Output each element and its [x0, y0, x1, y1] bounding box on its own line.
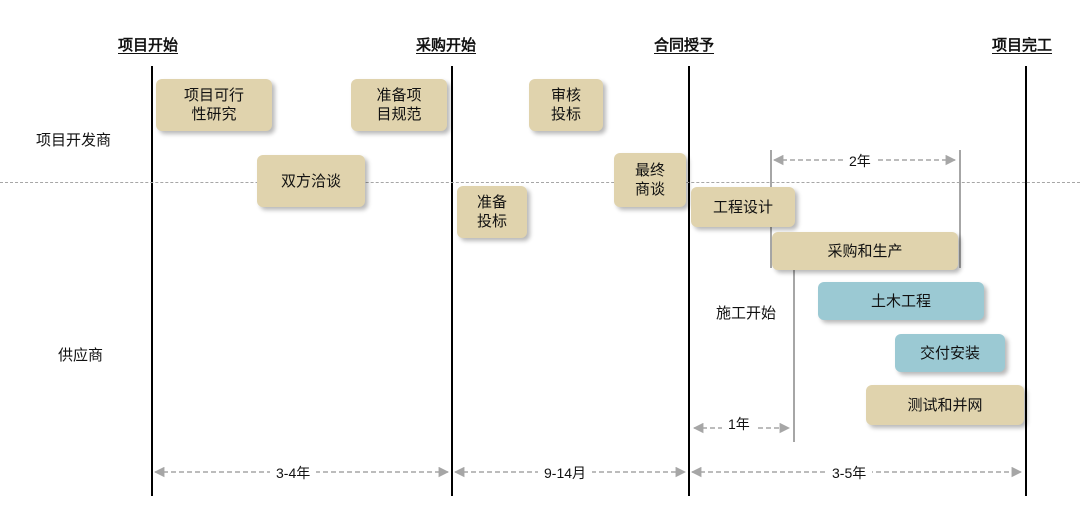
milestone-line-project-start [151, 66, 153, 496]
row-label-developer: 项目开发商 [36, 132, 112, 149]
duration-phase1: 3-4年 [270, 463, 317, 483]
activity-testing-grid: 测试和并网 [866, 385, 1024, 425]
activity-civil-works: 土木工程 [818, 282, 984, 320]
duration-phase3: 3-5年 [826, 463, 873, 483]
activity-final-negotiation: 最终 商谈 [614, 153, 686, 207]
milestone-line-contract-award [688, 66, 690, 496]
row-label-supplier: 供应商 [58, 347, 104, 364]
construction-start-line [793, 270, 795, 442]
milestone-project-complete: 项目完工 [992, 37, 1053, 54]
activity-engineering-design: 工程设计 [691, 187, 795, 227]
activity-prepare-bid: 准备 投标 [457, 186, 527, 238]
milestone-line-project-complete [1025, 66, 1027, 496]
duration-construction-lead: 1年 [722, 414, 756, 434]
milestone-project-start: 项目开始 [118, 37, 179, 54]
activity-procurement-production: 采购和生产 [772, 232, 958, 270]
duration-procurement-span: 2年 [843, 151, 877, 171]
construction-start-label: 施工开始 [716, 305, 777, 322]
milestone-line-procurement-start [451, 66, 453, 496]
activity-bilateral-negotiation: 双方洽谈 [257, 155, 365, 207]
milestone-contract-award: 合同授予 [654, 37, 715, 54]
activity-feasibility-study: 项目可行 性研究 [156, 79, 272, 131]
row-separator [0, 182, 1080, 183]
duration-phase2: 9-14月 [538, 463, 593, 483]
procurement-span-right-line [959, 150, 961, 268]
activity-delivery-installation: 交付安装 [895, 334, 1005, 372]
milestone-procurement-start: 采购开始 [416, 37, 477, 54]
activity-review-bids: 审核 投标 [529, 79, 603, 131]
activity-prepare-spec: 准备项 目规范 [351, 79, 447, 131]
